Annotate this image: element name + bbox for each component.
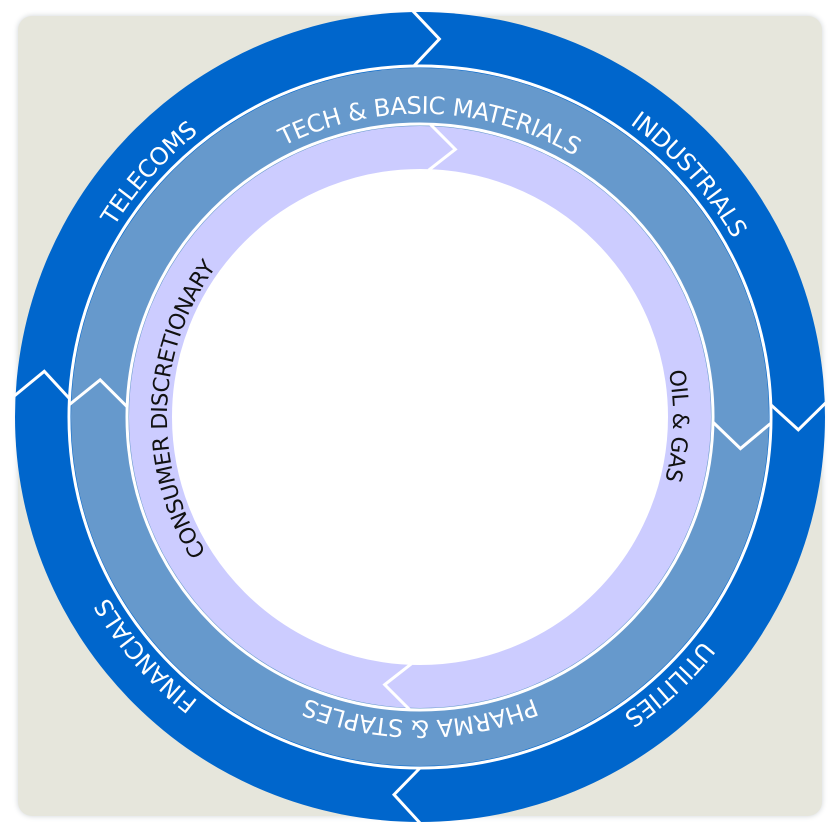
middle-divider-left — [68, 377, 129, 408]
center-circle — [172, 169, 668, 665]
inner-divider-top — [427, 123, 458, 172]
middle-divider-right — [711, 421, 772, 451]
outer-divider-top — [411, 10, 442, 68]
outer-divider-right — [769, 401, 827, 432]
middle-ring-border — [125, 122, 715, 712]
outer-divider-left — [13, 369, 71, 400]
outer-divider-bottom — [391, 766, 422, 825]
inner-divider-bottom — [382, 662, 413, 711]
